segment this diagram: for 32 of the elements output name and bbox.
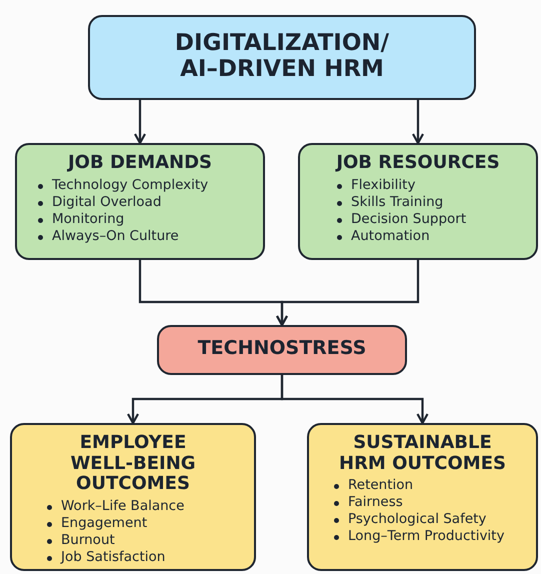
arrow xyxy=(134,100,146,144)
bullet-item: Fairness xyxy=(348,494,403,512)
bullet-item: Flexibility xyxy=(351,176,416,194)
box-heading: JOB RESOURCES xyxy=(336,153,500,174)
arrow xyxy=(276,260,420,326)
box-heading: JOB DEMANDS xyxy=(68,153,212,174)
box-heading: SUSTAINABLE HRM OUTCOMES xyxy=(338,433,507,474)
bullet-item: Burnout xyxy=(61,532,115,550)
bullet-item: Engagement xyxy=(61,515,148,532)
process-box xyxy=(88,15,476,100)
bullet-item: Monitoring xyxy=(52,210,124,228)
process-box xyxy=(15,143,265,260)
bullet-item: Retention xyxy=(348,477,414,494)
bullet-item: Technology Complexity xyxy=(52,176,208,194)
bullet-item: Skills Training xyxy=(351,194,444,211)
process-box xyxy=(10,423,256,571)
box-heading: DIGITALIZATION/ AI–DRIVEN HRM xyxy=(174,30,390,82)
bullet-item: Job Satisfaction xyxy=(61,549,166,566)
bullet-item: Long–Term Productivity xyxy=(348,528,504,546)
process-box xyxy=(298,143,538,260)
bullet-item: Digital Overload xyxy=(52,194,162,211)
bullet-item: Automation xyxy=(351,228,430,245)
bullet-item: Always–On Culture xyxy=(52,228,179,245)
bullet-item: Decision Support xyxy=(351,210,466,228)
process-box xyxy=(307,423,538,571)
process-box xyxy=(157,325,407,375)
box-heading: EMPLOYEE WELL-BEING OUTCOMES xyxy=(69,433,197,496)
box-heading: TECHNOSTRESS xyxy=(198,338,366,360)
arrow xyxy=(412,100,424,144)
arrow xyxy=(280,375,429,424)
bullet-item: Work–Life Balance xyxy=(61,498,184,516)
bullet-item: Psychological Safety xyxy=(348,511,486,528)
